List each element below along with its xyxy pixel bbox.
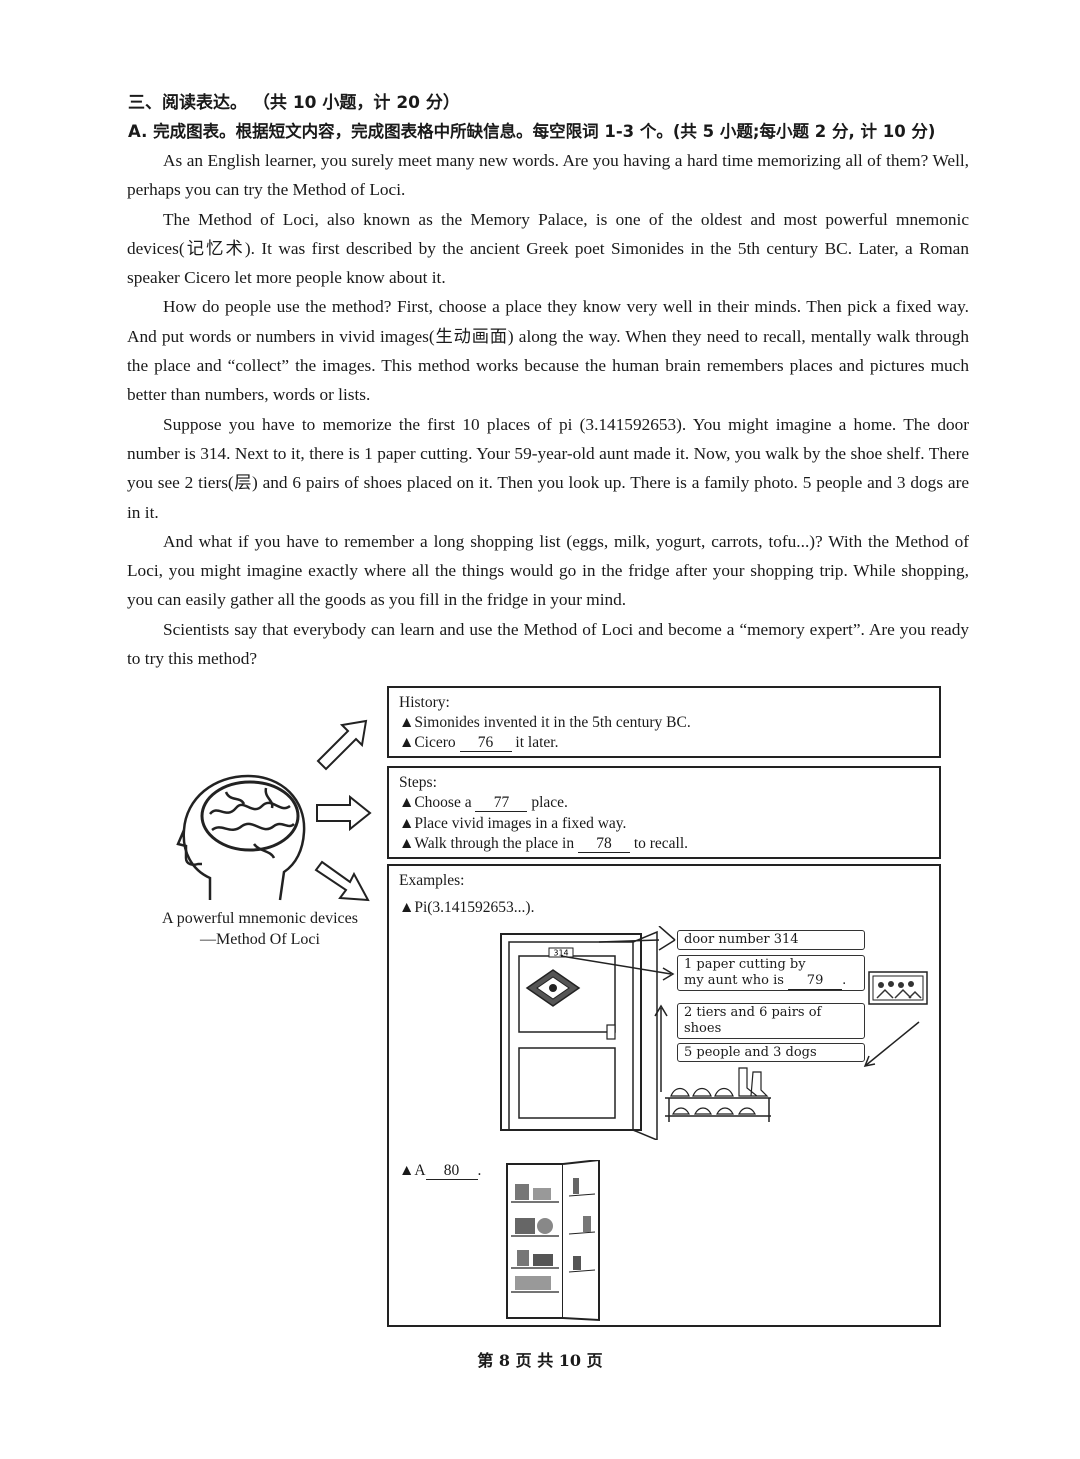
callout-door-number: door number 314	[677, 930, 865, 950]
answer-blank-80[interactable]: 80	[425, 1163, 478, 1180]
examples-box: Examples: ▲Pi(3.141592653...). 314 door …	[387, 864, 941, 1327]
passage-paragraph: And what if you have to remember a long …	[127, 531, 969, 610]
caption-line: —Method Of Loci	[200, 931, 320, 948]
callout-shoes: 2 tiers and 6 pairs of shoes	[677, 1003, 865, 1039]
answer-blank-77[interactable]: 77	[475, 795, 528, 812]
history-item: ▲Cicero 76 it later.	[399, 734, 559, 752]
callout-paper-cutting: 1 paper cutting by my aunt who is 79.	[677, 955, 865, 991]
steps-box: Steps: ▲Choose a 77 place. ▲Place vivid …	[387, 766, 941, 859]
instruction: A. 完成图表。根据短文内容，完成图表格中所缺信息。每空限词 1-3 个。(共 …	[128, 122, 936, 141]
fridge-illustration	[506, 1160, 600, 1322]
arrow-right-icon	[316, 794, 372, 832]
shoe-rack-illustration	[665, 1067, 771, 1122]
door-number-sign: 314	[553, 949, 568, 958]
answer-blank-78[interactable]: 78	[577, 836, 630, 853]
reading-passage: As an English learner, you surely meet m…	[127, 146, 969, 673]
example-pi: ▲Pi(3.141592653...).	[399, 899, 535, 916]
diagram-caption: A powerful mnemonic devices —Method Of L…	[150, 908, 370, 950]
family-photo-icon	[868, 971, 928, 1005]
passage-paragraph: How do people use the method? First, cho…	[127, 297, 969, 405]
passage-paragraph: Suppose you have to memorize the first 1…	[127, 414, 969, 522]
passage-paragraph: As an English learner, you surely meet m…	[127, 151, 969, 200]
callout-family-photo: 5 people and 3 dogs	[677, 1043, 865, 1062]
answer-blank-76[interactable]: 76	[459, 735, 512, 752]
head-brain-icon	[176, 774, 306, 901]
answer-blank-79[interactable]: 79	[788, 973, 843, 990]
steps-item: ▲Place vivid images in a fixed way.	[399, 815, 627, 832]
steps-title: Steps:	[399, 774, 437, 791]
door-illustration: 314	[500, 930, 658, 1140]
history-title: History:	[399, 694, 450, 711]
examples-title: Examples:	[399, 872, 465, 889]
connector-lines	[560, 926, 920, 1092]
arrow-down-right-icon	[314, 860, 370, 902]
history-box: History: ▲Simonides invented it in the 5…	[387, 686, 941, 758]
steps-item: ▲Choose a 77 place.	[399, 794, 568, 812]
section-title: 三、阅读表达。 （共 10 小题，计 20 分）	[128, 93, 460, 113]
caption-line: A powerful mnemonic devices	[162, 910, 358, 927]
passage-paragraph: Scientists say that everybody can learn …	[127, 619, 969, 669]
page-footer: 第 8 页 共 10 页	[477, 1351, 603, 1370]
history-item: ▲Simonides invented it in the 5th centur…	[399, 714, 691, 731]
steps-item: ▲Walk through the place in 78 to recall.	[399, 835, 689, 853]
passage-paragraph: The Method of Loci, also known as the Me…	[127, 209, 969, 288]
arrow-up-right-icon	[316, 719, 368, 771]
